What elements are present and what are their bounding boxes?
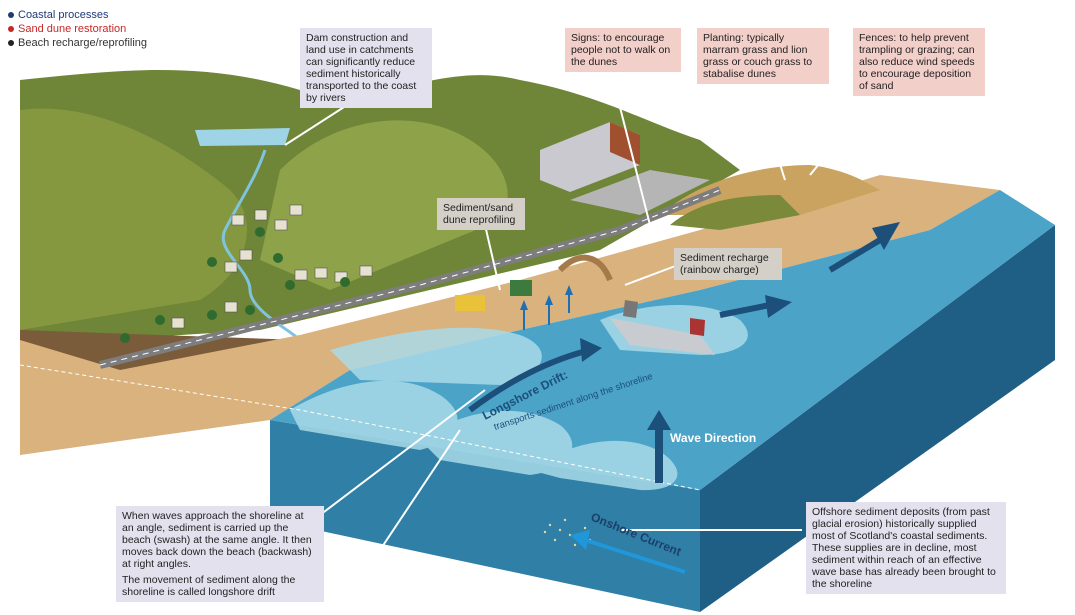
callout-dam: Dam construction and land use in catchme…: [300, 28, 432, 108]
legend-item-beach: Beach recharge/reprofiling: [8, 36, 147, 50]
legend-dot-icon: [8, 26, 14, 32]
sea-arrow-2: [828, 237, 882, 273]
trees: [120, 227, 350, 343]
callout-reprofiling: Sediment/sand dune reprofiling: [437, 198, 525, 230]
longshore-arrow: [468, 347, 591, 413]
wave-direction-arrowhead: [647, 410, 671, 430]
river: [221, 149, 302, 342]
mid-hill: [260, 120, 508, 290]
legend-item-dune: Sand dune restoration: [8, 22, 147, 36]
sea-arrow-1-head: [765, 295, 792, 318]
village: [171, 204, 373, 329]
sediment-arrows: [520, 285, 573, 330]
sea-arrow-2-head: [872, 222, 900, 250]
road-line: [99, 189, 721, 366]
callout-planting: Planting: typically marram grass and lio…: [697, 28, 829, 84]
sand-spray: [557, 254, 613, 282]
digger: [510, 280, 532, 296]
truck: [455, 295, 485, 311]
shoreline-line: [19, 364, 701, 491]
legend-label: Coastal processes: [18, 9, 109, 21]
callout-waves-note: When waves approach the shoreline at an …: [116, 506, 324, 574]
onshore-current-arrow: [584, 538, 686, 574]
sea-block-front: [270, 420, 700, 612]
callout-recharge: Sediment recharge (rainbow charge): [674, 248, 782, 280]
legend-dot-icon: [8, 40, 14, 46]
reservoir: [195, 128, 290, 146]
legend-item-coastal: Coastal processes: [8, 8, 147, 22]
wave-direction-shaft: [655, 428, 663, 483]
sea-arrow-1: [719, 302, 771, 318]
onshore-current-arrowhead: [570, 530, 590, 550]
callout-fences: Fences: to help prevent trampling or gra…: [853, 28, 985, 96]
callout-longshore-note: The movement of sediment along the shore…: [116, 570, 324, 602]
longshore-arrowhead: [580, 338, 602, 362]
legend: Coastal processes Sand dune restoration …: [8, 8, 147, 50]
leader-lines: [284, 67, 881, 581]
callout-offshore: Offshore sediment deposits (from past gl…: [806, 502, 1006, 594]
ship: [610, 300, 715, 355]
dune-vegetation: [670, 195, 800, 230]
callout-signs: Signs: to encourage people not to walk o…: [565, 28, 681, 72]
legend-label: Beach recharge/reprofiling: [18, 37, 148, 49]
left-hill: [20, 108, 247, 330]
legend-label: Sand dune restoration: [18, 23, 127, 35]
wave-direction-label: Wave Direction: [670, 431, 756, 445]
car-park: [570, 170, 710, 215]
legend-dot-icon: [8, 12, 14, 18]
sea-block-side: [700, 225, 1055, 612]
beach: [20, 175, 1000, 455]
